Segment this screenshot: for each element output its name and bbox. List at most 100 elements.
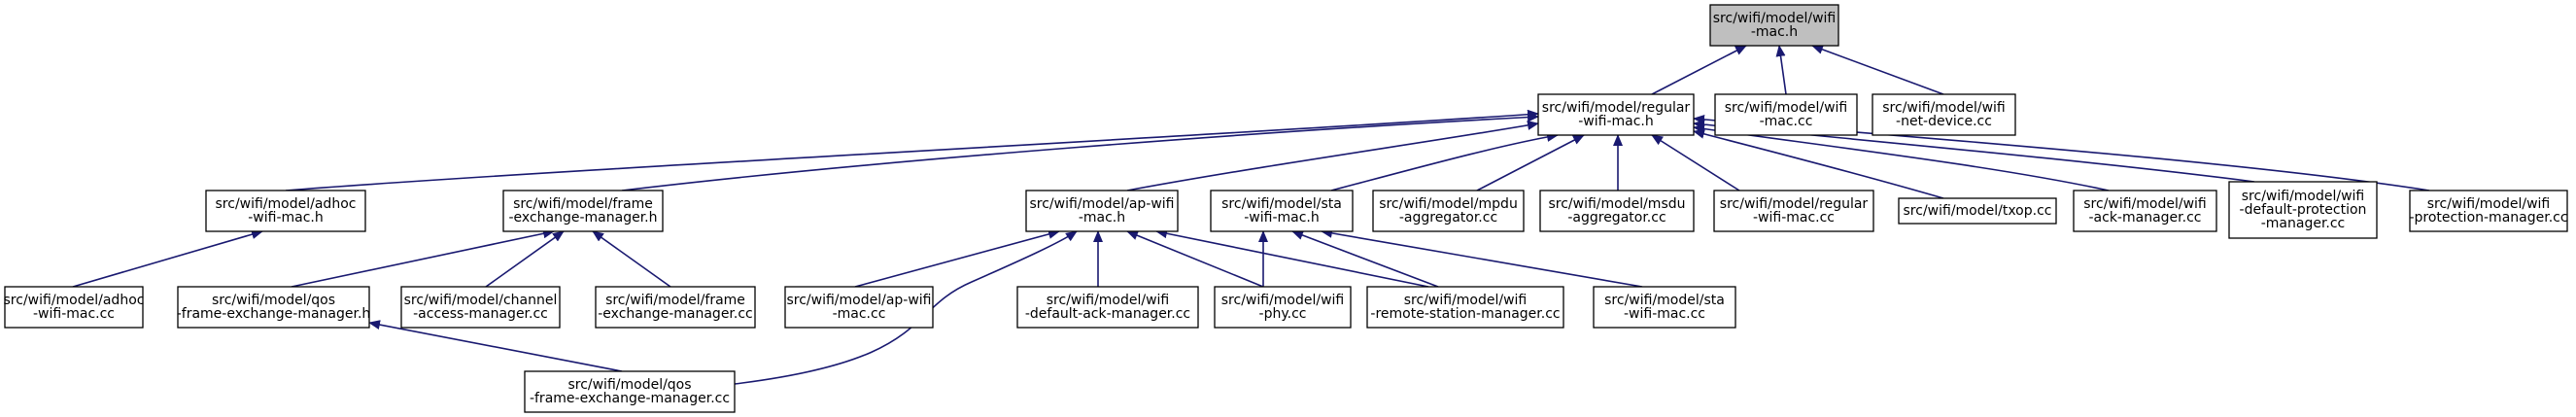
node-label-line: -wifi-mac.cc	[1753, 210, 1835, 226]
node-box	[1537, 93, 1695, 136]
node-box	[784, 286, 934, 329]
node-sta-wifi-mac-cc[interactable]: src/wifi/model/sta-wifi-mac.cc	[1593, 286, 1736, 329]
node-qos-frame-exchange-manager-cc[interactable]: src/wifi/model/qos-frame-exchange-manage…	[524, 370, 736, 413]
node-label-line: -protection-manager.cc	[2409, 210, 2567, 226]
node-label-line: src/wifi/model/wifi	[1882, 100, 2006, 116]
node-box	[1366, 286, 1564, 329]
node-box	[1025, 190, 1179, 232]
node-wifi-protection-manager-cc[interactable]: src/wifi/model/wifi-protection-manager.c…	[2409, 190, 2568, 232]
node-label-line: src/wifi/model/mpdu	[1379, 196, 1518, 212]
node-mpdu-aggregator-cc[interactable]: src/wifi/model/mpdu-aggregator.cc	[1372, 190, 1525, 232]
node-adhoc-wifi-mac-cc[interactable]: src/wifi/model/adhoc-wifi-mac.cc	[4, 286, 145, 329]
node-box	[1210, 190, 1354, 232]
node-label-line: -exchange-manager.cc	[598, 306, 753, 322]
node-label-line: src/wifi/model/wifi	[1221, 293, 1345, 308]
node-box	[1539, 190, 1695, 232]
node-ap-wifi-mac-h[interactable]: src/wifi/model/ap-wifi-mac.h	[1025, 190, 1179, 232]
node-box	[1593, 286, 1736, 329]
node-box	[177, 286, 370, 329]
edge-adhoc-wifi-mac-cc-to-adhoc-wifi-mac-h	[72, 229, 263, 288]
edge-ap-wifi-mac-cc-to-ap-wifi-mac-h	[854, 229, 1060, 288]
node-adhoc-wifi-mac-h[interactable]: src/wifi/model/adhoc-wifi-mac.h	[205, 190, 366, 232]
node-sta-wifi-mac-h[interactable]: src/wifi/model/sta-wifi-mac.h	[1210, 190, 1354, 232]
node-label-line: src/wifi/model/wifi	[1725, 100, 1848, 116]
node-label-line: src/wifi/model/qos	[567, 377, 691, 393]
node-box	[1709, 4, 1839, 47]
nodes-layer: src/wifi/model/wifi-mac.hsrc/wifi/model/…	[4, 4, 2568, 413]
node-label-line: src/wifi/model/regular	[1720, 196, 1869, 212]
node-box	[1372, 190, 1525, 232]
node-label-line: -exchange-manager.h	[509, 210, 658, 226]
node-wifi-remote-station-manager-cc[interactable]: src/wifi/model/wifi-remote-station-manag…	[1366, 286, 1564, 329]
node-box	[524, 370, 736, 413]
node-label-line: src/wifi/model/channel	[404, 293, 558, 308]
node-label-line: src/wifi/model/qos	[212, 293, 335, 308]
node-txop-cc[interactable]: src/wifi/model/txop.cc	[1898, 197, 2057, 225]
edge-wifi-mac-cc-to-wifi-mac-h	[1775, 45, 1787, 95]
node-label-line: -mac.h	[1751, 24, 1798, 40]
node-box	[2073, 190, 2217, 232]
node-box	[1898, 197, 2057, 225]
node-wifi-default-protection-manager-cc[interactable]: src/wifi/model/wifi-default-protection-m…	[2228, 181, 2378, 239]
edge-wifi-net-device-cc-to-wifi-mac-h	[1811, 45, 1944, 95]
node-label-line: src/wifi/model/ap-wifi	[786, 293, 931, 308]
node-box	[400, 286, 561, 329]
node-label-line: src/wifi/model/wifi	[1404, 293, 1528, 308]
node-box	[2409, 190, 2568, 232]
node-wifi-default-ack-manager-cc[interactable]: src/wifi/model/wifi-default-ack-manager.…	[1016, 286, 1199, 329]
node-box	[595, 286, 756, 329]
edge-regular-wifi-mac-cc-to-regular-wifi-mac-h	[1651, 134, 1740, 191]
node-label-line: src/wifi/model/msdu	[1548, 196, 1685, 212]
edge-frame-exchange-manager-h-to-regular-wifi-mac-h	[621, 112, 1539, 191]
node-label-line: -ack-manager.cc	[2089, 210, 2202, 226]
node-wifi-mac-cc[interactable]: src/wifi/model/wifi-mac.cc	[1714, 93, 1858, 136]
node-channel-access-manager-cc[interactable]: src/wifi/model/channel-access-manager.cc	[400, 286, 561, 329]
node-label-line: src/wifi/model/wifi	[2083, 196, 2207, 212]
node-label-line: src/wifi/model/adhoc	[4, 293, 145, 308]
node-frame-exchange-manager-cc[interactable]: src/wifi/model/frame-exchange-manager.cc	[595, 286, 756, 329]
edge-txop-cc-to-regular-wifi-mac-h	[1693, 128, 1944, 199]
node-wifi-net-device-cc[interactable]: src/wifi/model/wifi-net-device.cc	[1872, 93, 2016, 136]
edge-adhoc-wifi-mac-h-to-regular-wifi-mac-h	[285, 109, 1539, 191]
node-box	[1214, 286, 1352, 329]
node-box	[1872, 93, 2016, 136]
node-label-line: -access-manager.cc	[413, 306, 548, 322]
node-label-line: -phy.cc	[1259, 306, 1307, 322]
node-label-line: src/wifi/model/wifi	[2427, 196, 2551, 212]
node-label-line: -default-ack-manager.cc	[1025, 306, 1190, 322]
node-ap-wifi-mac-cc[interactable]: src/wifi/model/ap-wifi-mac.cc	[784, 286, 934, 329]
node-wifi-mac-h[interactable]: src/wifi/model/wifi-mac.h	[1709, 4, 1839, 47]
node-label-line: src/wifi/model/sta	[1604, 293, 1725, 308]
node-label-line: src/wifi/model/adhoc	[216, 196, 357, 212]
edge-sta-wifi-mac-cc-to-sta-wifi-mac-h	[1321, 227, 1643, 288]
node-msdu-aggregator-cc[interactable]: src/wifi/model/msdu-aggregator.cc	[1539, 190, 1695, 232]
node-label-line: src/wifi/model/txop.cc	[1904, 203, 2052, 219]
node-label-line: -net-device.cc	[1896, 114, 1992, 129]
node-label-line: -wifi-mac.cc	[1624, 306, 1705, 322]
node-label-line: -mac.cc	[833, 306, 886, 322]
node-label-line: -aggregator.cc	[1399, 210, 1497, 226]
node-label-line: -frame-exchange-manager.cc	[530, 391, 730, 406]
node-label-line: src/wifi/model/wifi	[2242, 189, 2365, 204]
node-label-line: -mac.h	[1079, 210, 1125, 226]
node-qos-frame-exchange-manager-h[interactable]: src/wifi/model/qos-frame-exchange-manage…	[177, 286, 371, 329]
node-label-line: -aggregator.cc	[1567, 210, 1666, 226]
edge-wifi-remote-station-manager-cc-to-ap-wifi-mac-h	[1155, 228, 1429, 288]
node-label-line: src/wifi/model/frame	[513, 196, 653, 212]
node-box	[2228, 181, 2378, 239]
node-label-line: src/wifi/model/sta	[1221, 196, 1342, 212]
node-label-line: -wifi-mac.h	[1244, 210, 1320, 226]
node-label-line: -manager.cc	[2261, 216, 2346, 231]
node-frame-exchange-manager-h[interactable]: src/wifi/model/frame-exchange-manager.h	[502, 190, 664, 232]
node-regular-wifi-mac-h[interactable]: src/wifi/model/regular-wifi-mac.h	[1537, 93, 1695, 136]
edge-ap-wifi-mac-h-to-regular-wifi-mac-h	[1126, 120, 1539, 191]
edge-qos-frame-exchange-manager-cc-to-qos-frame-exchange-manager-h	[368, 320, 623, 372]
node-label-line: -mac.cc	[1760, 114, 1813, 129]
edge-regular-wifi-mac-h-to-wifi-mac-h	[1651, 45, 1747, 95]
node-wifi-phy-cc[interactable]: src/wifi/model/wifi-phy.cc	[1214, 286, 1352, 329]
edge-wifi-phy-cc-to-ap-wifi-mac-h	[1126, 230, 1264, 288]
node-regular-wifi-mac-cc[interactable]: src/wifi/model/regular-wifi-mac.cc	[1713, 190, 1874, 232]
node-label-line: -wifi-mac.cc	[33, 306, 115, 322]
node-box	[1714, 93, 1858, 136]
node-wifi-ack-manager-cc[interactable]: src/wifi/model/wifi-ack-manager.cc	[2073, 190, 2217, 232]
